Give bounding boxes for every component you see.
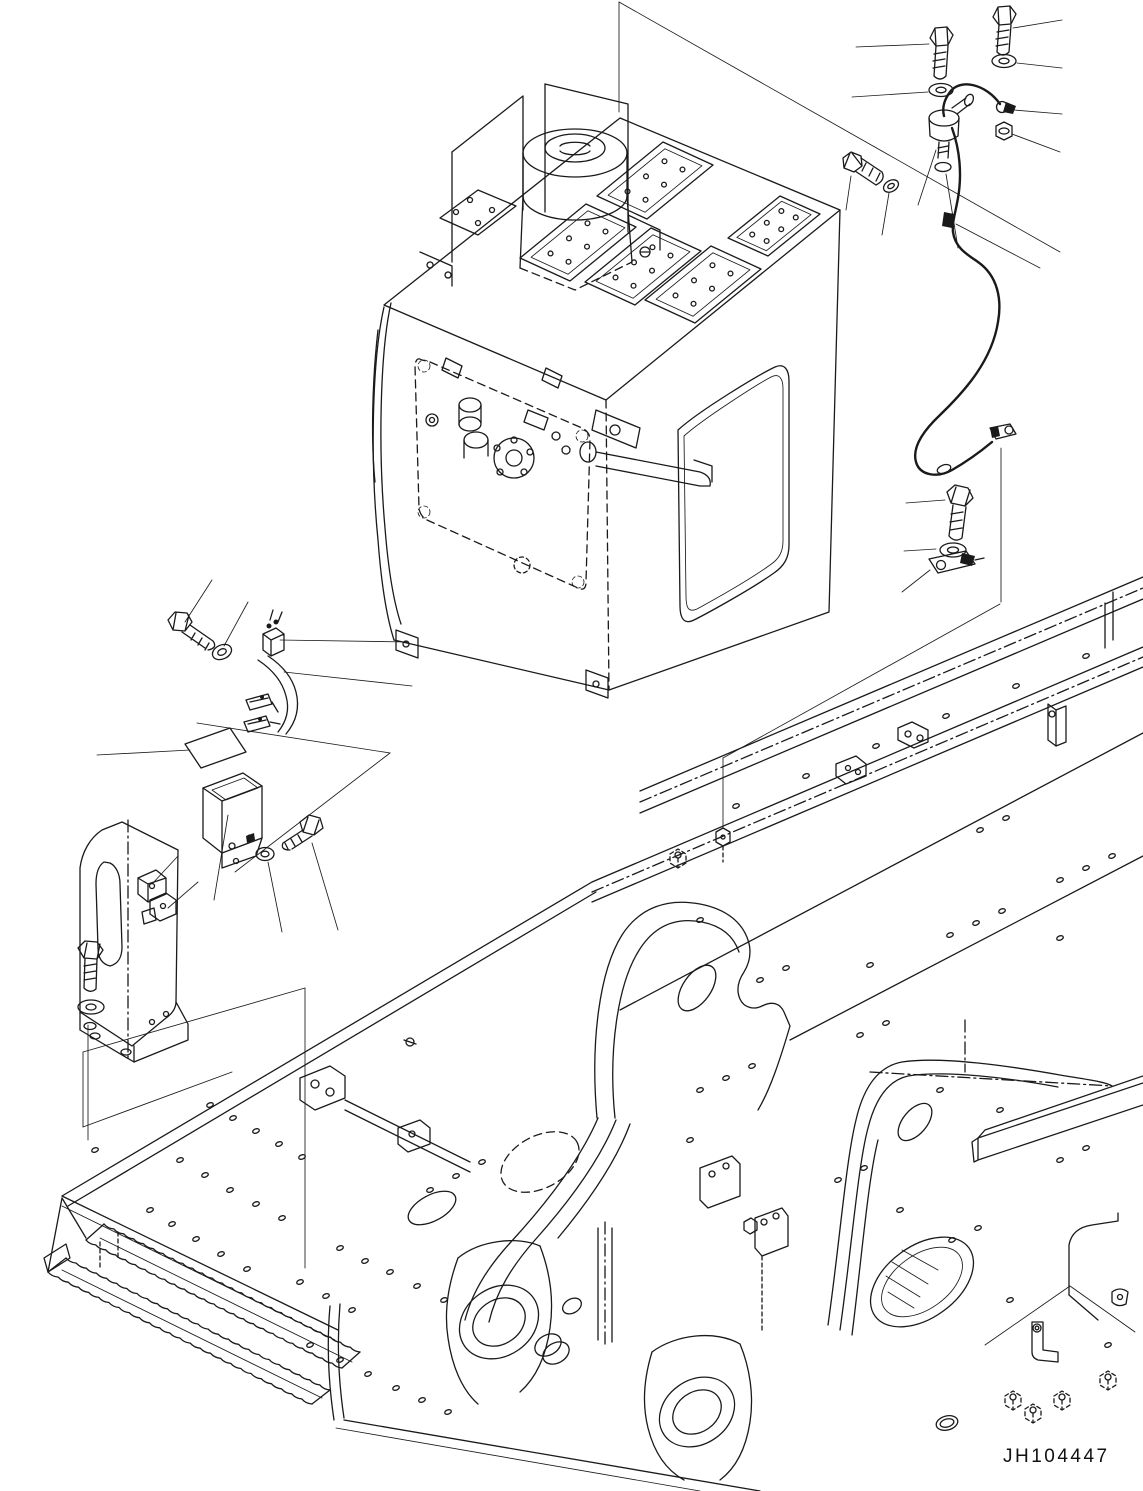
tank-top-pad	[420, 190, 516, 286]
cable-clamp	[942, 212, 954, 228]
ground-cable-kit	[843, 6, 1016, 475]
hex-bolt-a	[930, 27, 953, 79]
shim-plate	[185, 728, 246, 768]
wiring-harness	[244, 610, 298, 734]
side-wall-flange	[828, 1020, 1112, 1335]
deck-plate	[62, 653, 1116, 1491]
frame-oval-ring	[935, 1413, 960, 1432]
hex-bolt-l2	[282, 815, 323, 850]
ring-terminal-c	[929, 551, 984, 573]
hex-bolt-l3	[78, 941, 103, 991]
washer-b	[992, 55, 1016, 68]
projection-lines	[83, 2, 1135, 1345]
washer-l2	[256, 848, 274, 861]
cable-clip	[936, 463, 952, 475]
tank-filler-assembly	[452, 84, 660, 290]
revolving-frame	[445, 577, 1143, 1480]
drawing-number: JH104447	[1003, 1446, 1110, 1467]
hex-nut	[996, 122, 1012, 140]
relay-box-bracket	[203, 773, 262, 868]
washer-horizontal	[881, 177, 900, 195]
leader-lines	[152, 20, 1062, 932]
rail-hardware	[716, 704, 1066, 862]
hex-bolt-b	[993, 6, 1016, 55]
boom-foot-brackets	[445, 902, 790, 1480]
tank-body	[373, 118, 840, 698]
access-step	[44, 1198, 360, 1404]
terminal-bolt-kit	[929, 485, 984, 573]
hydraulic-tank	[373, 84, 840, 698]
tank-front-service-panel	[415, 358, 712, 589]
ring-terminal-lower	[990, 424, 1016, 439]
harness-bracket-kit	[78, 610, 323, 1062]
hex-bolt-l1	[168, 612, 215, 650]
frame-hardware-nuts	[670, 849, 1116, 1423]
frame-l-bracket	[1032, 1322, 1058, 1362]
washer-c	[940, 543, 966, 557]
tank-top-access-panels	[520, 142, 820, 323]
elbow-fitting	[929, 93, 975, 172]
step-treads	[48, 1224, 360, 1404]
washer-l3	[78, 1000, 104, 1030]
deck-holes	[91, 653, 1116, 1415]
ground-cable	[915, 84, 1000, 474]
frame-corner-wall	[1069, 1213, 1128, 1320]
frame-beam	[972, 1076, 1143, 1162]
deck-mount-rail	[300, 1038, 470, 1172]
hex-bolt-horizontal	[843, 152, 883, 185]
ring-terminal-upper	[997, 102, 1016, 114]
hex-bolt-c	[947, 485, 973, 540]
frame-rails	[592, 577, 1143, 1040]
hatched-access-hole	[854, 1219, 990, 1345]
washer-l1	[210, 641, 234, 662]
